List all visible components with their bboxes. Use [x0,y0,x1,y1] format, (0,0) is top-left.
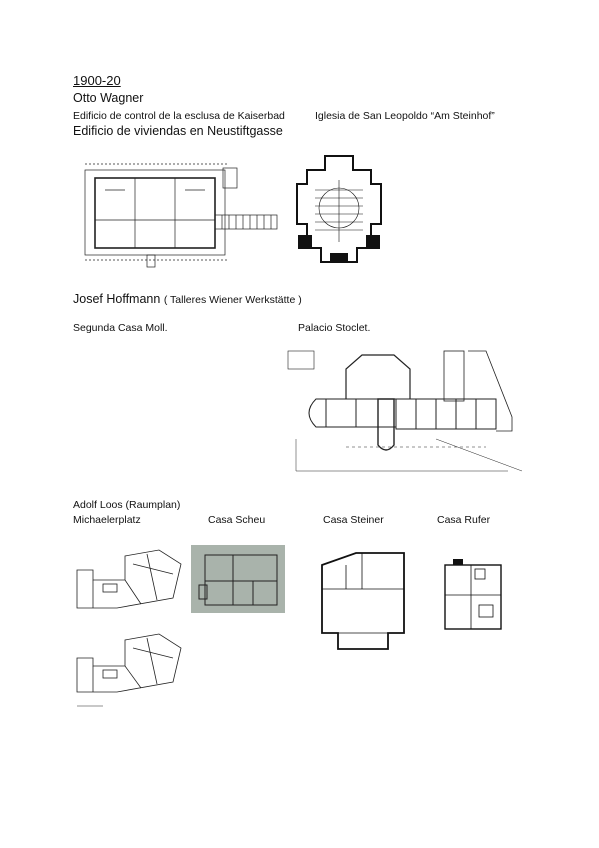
work-neustiftgasse: Edificio de viviendas en Neustiftgasse [73,124,283,138]
work-palacio-stoclet: Palacio Stoclet. [298,322,371,334]
period-heading: 1900-20 [73,73,121,88]
architect-adolf-loos: Adolf Loos (Raumplan) [73,499,181,511]
architect-josef-hoffmann: Josef Hoffmann ( Talleres Wiener Werkstä… [73,292,302,306]
work-casa-scheu: Casa Scheu [208,514,266,526]
work-kaiserbad: Edificio de control de la esclusa de Kai… [73,110,285,122]
plan-palacio-stoclet [286,347,522,477]
work-steinhof: Iglesia de San Leopoldo “Am Steinhof” [315,110,495,122]
plan-casa-scheu [191,545,285,613]
plan-michaelerplatz [73,540,185,712]
work-casa-rufer: Casa Rufer [437,514,491,526]
plan-casa-steiner [316,549,410,653]
work-casa-moll: Segunda Casa Moll. [73,322,168,334]
plan-casa-rufer [441,555,507,635]
plan-kaiserbad [77,160,287,278]
work-casa-steiner: Casa Steiner [323,514,384,526]
work-michaelerplatz: Michaelerplatz [73,514,141,526]
architect-otto-wagner: Otto Wagner [73,91,144,105]
plan-steinhof [295,150,383,268]
